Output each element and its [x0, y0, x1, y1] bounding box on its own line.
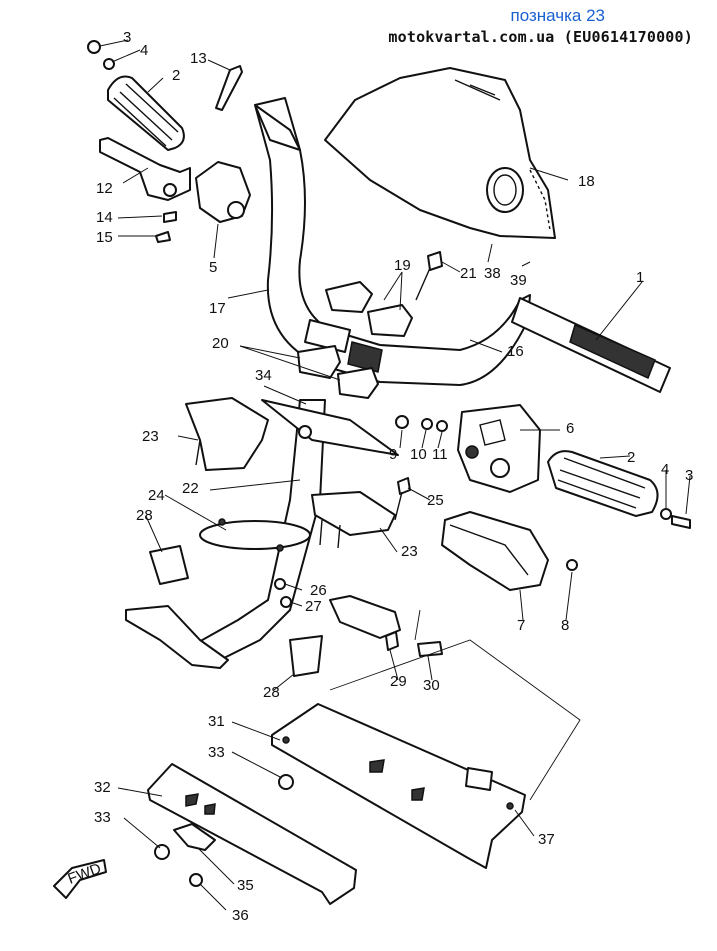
callout: 18: [578, 173, 595, 190]
callout: 17: [209, 300, 226, 317]
callout: 31: [208, 713, 225, 730]
callout-numbers: 1 2 2 3 3 4 4 5 6 7 8 9 10 11 12 13 14 1…: [94, 29, 693, 924]
callout: 2: [172, 67, 180, 84]
source-label: motokvartal.com.ua (EU0614170000): [388, 28, 693, 46]
callout: 19: [394, 257, 411, 274]
callout: 3: [123, 29, 131, 46]
column-bushing-right-part: [311, 491, 396, 549]
callout: 23: [142, 428, 159, 445]
callout: 27: [305, 598, 322, 615]
bolt-29-30-part: [385, 631, 443, 657]
callout: 7: [517, 617, 525, 634]
callout: 23: [401, 543, 418, 560]
right-grip-part: [547, 450, 659, 517]
callout: 37: [538, 831, 555, 848]
callout: 34: [255, 367, 272, 384]
bolt-21-part: [415, 251, 443, 301]
callout: 30: [423, 677, 440, 694]
handlebar-part: [254, 97, 671, 393]
callout: 24: [148, 487, 165, 504]
callout: 4: [661, 461, 669, 478]
callout: 12: [96, 180, 113, 197]
bracket-31-part: [271, 703, 526, 869]
bracket-32-part: [147, 763, 357, 905]
callout: 33: [94, 809, 111, 826]
callout: 11: [432, 446, 448, 463]
collar-28b-part: [289, 635, 323, 677]
plate-35-part: [173, 823, 216, 851]
left-grip-part: [107, 75, 185, 151]
lower-holder-part: [297, 345, 379, 399]
bolt-25-part: [394, 477, 411, 521]
callout: 28: [263, 684, 280, 701]
callout: 32: [94, 779, 111, 796]
callout: 20: [212, 335, 229, 352]
callout: 13: [190, 50, 207, 67]
screw-8-part: [566, 559, 578, 571]
right-washer-screw-part: [660, 508, 691, 529]
callout: 14: [96, 209, 113, 226]
callout: 2: [627, 449, 635, 466]
small-fasteners-9-10-11: [395, 415, 448, 432]
callout: 36: [232, 907, 249, 924]
left-screw-part: [87, 40, 115, 70]
callout: 10: [410, 446, 427, 463]
callout: 33: [208, 744, 225, 761]
callout: 6: [566, 420, 574, 437]
callout: 9: [389, 446, 397, 463]
callout: 16: [507, 343, 524, 360]
bolts-33-36: [154, 774, 294, 887]
callout: 38: [484, 265, 501, 282]
left-lever-holder-part: [99, 137, 191, 201]
callout: 35: [237, 877, 254, 894]
handlebar-pad-part: [324, 67, 556, 239]
callout: 4: [140, 42, 148, 59]
callout: 26: [310, 582, 327, 599]
callout: 22: [182, 480, 199, 497]
callout: 21: [460, 265, 477, 282]
callout: 8: [561, 617, 569, 634]
callout: 1: [636, 269, 644, 286]
pin-13-part: [215, 65, 243, 111]
fwd-label: FWD: [66, 860, 104, 888]
callout: 25: [427, 492, 444, 509]
callout: 3: [685, 467, 693, 484]
callout: 39: [510, 272, 527, 289]
upper-holder-part: [325, 281, 413, 337]
reference-label: позначка 23: [510, 6, 606, 25]
callout: 29: [390, 673, 407, 690]
throttle-housing-part: [457, 404, 541, 493]
leader-lines: [99, 39, 691, 911]
callout: 15: [96, 229, 113, 246]
callout: 5: [209, 259, 217, 276]
collar-28a-part: [149, 545, 189, 585]
small-clip-parts: [155, 211, 177, 243]
fwd-arrow-icon: FWD: [53, 859, 107, 899]
callout: 28: [136, 507, 153, 524]
column-bushing-left-part: [185, 397, 269, 471]
throttle-cover-part: [441, 511, 549, 591]
column-plate-part: [199, 518, 311, 552]
left-switch-part: [195, 161, 251, 223]
